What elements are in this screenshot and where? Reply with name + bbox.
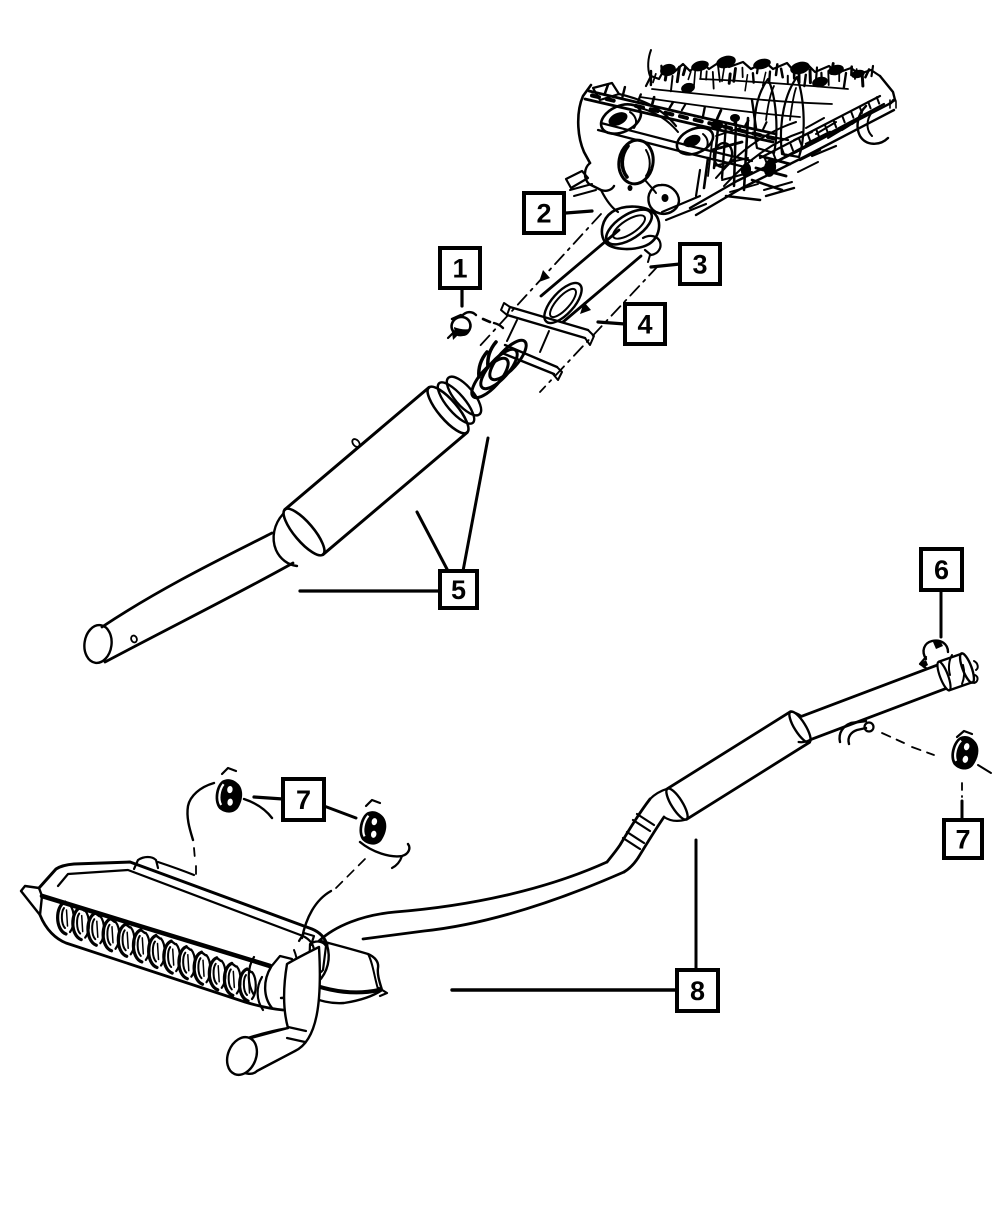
svg-text:7: 7 [296, 785, 311, 815]
svg-text:6: 6 [934, 555, 949, 585]
svg-text:7: 7 [955, 825, 970, 855]
svg-text:5: 5 [451, 575, 466, 605]
svg-text:8: 8 [690, 976, 705, 1006]
svg-text:4: 4 [637, 310, 652, 340]
svg-text:2: 2 [536, 199, 551, 229]
svg-text:3: 3 [692, 250, 707, 280]
svg-text:1: 1 [452, 254, 467, 284]
